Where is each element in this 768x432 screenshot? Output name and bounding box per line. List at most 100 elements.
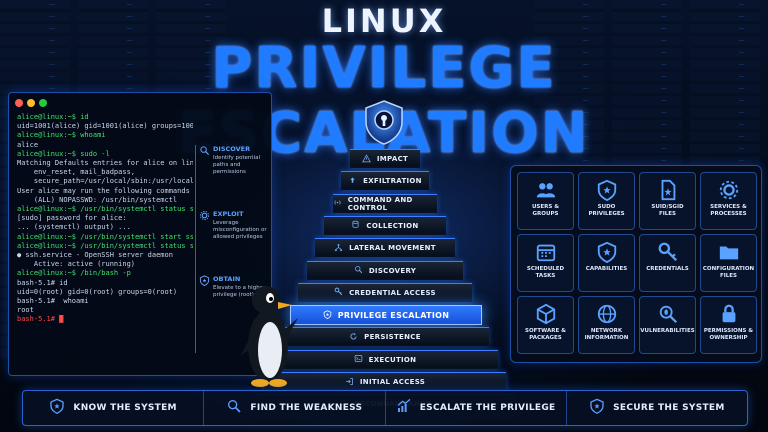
terminal-line: Matching Defaults entries for alice on l…: [17, 159, 193, 168]
pyramid-step-label: PRIVILEGE ESCALATION: [337, 310, 450, 320]
pyramid-step-exfiltration: EXFILTRATION: [341, 171, 429, 191]
category-configuration-files: CONFIGURATION FILES: [700, 234, 757, 292]
pillar-know-the-system: KNOW THE SYSTEM: [23, 391, 205, 425]
pyramid-step-execution: EXECUTION: [272, 349, 498, 369]
bottom-bar: KNOW THE SYSTEM FIND THE WEAKNESS ESCALATE…: [22, 390, 748, 426]
penguin-mascot: [240, 286, 298, 387]
chart-up-icon: [397, 398, 411, 412]
users-icon: [536, 183, 555, 198]
terminal-line: [sudo] password for alice:: [17, 214, 127, 223]
terminal-line: alice: [17, 140, 39, 149]
lock-shield-icon: [365, 100, 403, 145]
shield-icon: [590, 398, 604, 415]
category-label: CAPABILITIES: [585, 266, 628, 272]
shield-icon: [50, 398, 65, 415]
key-icon: [658, 242, 677, 262]
terminal-line: bash-5.1# id: [17, 278, 68, 287]
pyramid-step-command-and-control: COMMAND AND CONTROL: [332, 193, 438, 213]
step-exploit: EXPLOIT Leverage misconfiguration or allo…: [199, 210, 269, 241]
step-heading: EXPLOIT: [213, 210, 244, 218]
category-permissions-ownership: PERMISSIONS & OWNERSHIP: [700, 296, 757, 354]
category-software-packages: SOFTWARE & PACKAGES: [517, 296, 574, 354]
search-icon: [354, 266, 363, 274]
shield-icon: [199, 275, 210, 287]
pyramid-step-label: PERSISTENCE: [364, 333, 421, 342]
category-vulnerabilities: VULNERABILITIES: [639, 296, 696, 354]
pyramid-step-label: EXFILTRATION: [363, 177, 422, 186]
category-suid-sgid-files: SUID/SGID FILES: [639, 172, 696, 230]
terminal-icon: [354, 355, 362, 363]
search-icon: [200, 146, 210, 156]
category-label: USERS & GROUPS: [531, 204, 560, 217]
folder-icon: [719, 246, 738, 260]
gear-icon: [199, 210, 210, 221]
category-scheduled-tasks: SCHEDULED TASKS: [517, 234, 574, 292]
pyramid-step-impact: IMPACT: [350, 149, 420, 168]
step-description: Identify potential paths and permissions: [213, 155, 260, 175]
file-icon: [661, 179, 675, 201]
pyramid-step-label: DISCOVERY: [368, 266, 417, 275]
minimize-dot-icon: [27, 99, 35, 107]
category-label: CREDENTIALS: [646, 266, 689, 272]
category-label: SERVICES & PROCESSES: [710, 204, 747, 217]
pyramid-step-label: LATERAL MOVEMENT: [349, 244, 436, 253]
pyramid-step-label: IMPACT: [376, 155, 409, 163]
terminal-line: User alice may run the following command…: [17, 186, 190, 195]
shield-icon: [323, 309, 332, 319]
enumeration-categories: USERS & GROUPS SUDO PRIVILEGES SUID/SGID F…: [510, 165, 762, 363]
terminal-line: bash-5.1# whoami: [17, 297, 89, 306]
database-icon: [352, 221, 359, 229]
login-icon: [346, 377, 353, 385]
pillar-find-the-weakness: FIND THE WEAKNESS: [204, 391, 386, 425]
category-label: VULNERABILITIES: [640, 328, 695, 334]
pyramid-step-label: COLLECTION: [366, 221, 419, 230]
title-line1: LINUX: [321, 2, 447, 40]
terminal-line: alice@linux:~$ whoami: [17, 131, 106, 140]
terminal-line: alice@linux:~$ /bin/bash -p: [17, 269, 131, 278]
category-capabilities: CAPABILITIES: [578, 234, 635, 292]
lock-icon: [722, 304, 735, 323]
terminal-line: uid=0(root) gid=0(root) groups=0(root): [17, 287, 178, 296]
pillar-secure-the-system: SECURE THE SYSTEM: [567, 391, 747, 425]
terminal-line: env_reset, mail_badpass,: [17, 168, 136, 177]
pyramid-step-credential-access: CREDENTIAL ACCESS: [298, 282, 472, 302]
terminal-line: ● ssh.service - OpenSSH server daemon: [17, 251, 173, 260]
step-description: Leverage misconfiguration or allowed pri…: [213, 220, 267, 240]
category-label: PERMISSIONS & OWNERSHIP: [703, 328, 754, 341]
category-sudo-privileges: SUDO PRIVILEGES: [578, 172, 635, 230]
network-icon: [335, 243, 343, 251]
step-discover: DISCOVER Identify potential paths and per…: [199, 145, 269, 176]
category-label: SOFTWARE & PACKAGES: [525, 328, 566, 341]
refresh-icon: [350, 333, 357, 340]
category-services-processes: SERVICES & PROCESSES: [700, 172, 757, 230]
pyramid-step-label: CREDENTIAL ACCESS: [349, 288, 436, 297]
shield-icon: [597, 179, 616, 202]
pillar-escalate-the-privilege: ESCALATE THE PRIVILEGE: [386, 391, 567, 425]
step-obtain: OBTAIN Elevate to a higher privilege (roo…: [199, 275, 269, 299]
category-credentials: CREDENTIALS: [639, 234, 696, 292]
category-label: SUDO PRIVILEGES: [588, 204, 625, 217]
step-heading: OBTAIN: [213, 275, 241, 283]
warning-icon: [362, 153, 371, 162]
category-label: CONFIGURATION FILES: [702, 266, 755, 279]
step-description: Elevate to a higher privilege (root): [213, 285, 266, 298]
terminal-line: ... (systemctl) output) ...: [17, 223, 131, 232]
terminal-line: alice@linux:~$ /usr/bin/systemctl status…: [17, 241, 193, 250]
pyramid-step-privilege-escalation: PRIVILEGE ESCALATION: [289, 305, 483, 326]
key-icon: [334, 287, 343, 296]
pyramid-step-discovery: DISCOVERY: [306, 260, 464, 280]
pillar-label: FIND THE WEAKNESS: [250, 403, 363, 413]
maximize-dot-icon: [39, 99, 47, 107]
pillar-label: KNOW THE SYSTEM: [73, 403, 177, 413]
package-icon: [536, 303, 555, 325]
terminal-line: root: [17, 306, 34, 315]
pyramid-step-collection: COLLECTION: [324, 215, 446, 235]
pillar-label: SECURE THE SYSTEM: [613, 403, 725, 413]
signal-icon: [334, 200, 341, 205]
pyramid-step-initial-access: INITIAL ACCESS: [263, 372, 507, 391]
step-heading: DISCOVER: [213, 145, 251, 153]
window-controls: [15, 99, 47, 107]
close-dot-icon: [15, 99, 23, 107]
